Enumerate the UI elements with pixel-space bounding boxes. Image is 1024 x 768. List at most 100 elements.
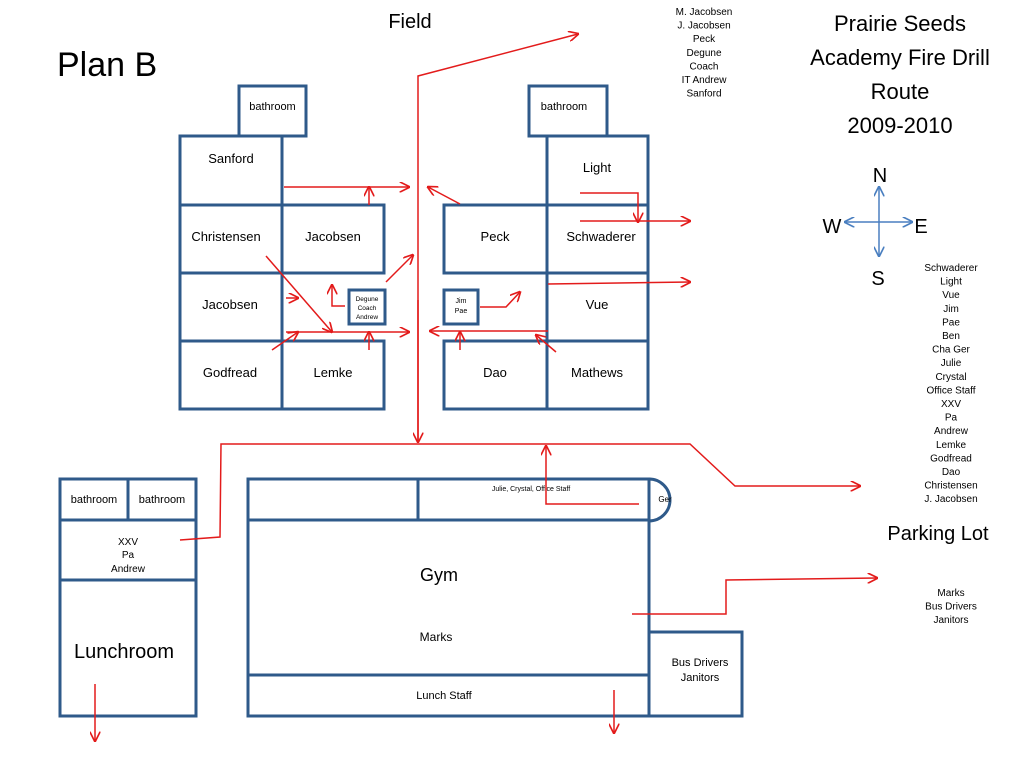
evacuee-name: J. Jacobsen — [677, 21, 730, 32]
room-label: Pae — [455, 308, 468, 315]
room-bathroom-west — [237, 84, 308, 138]
room-label: Andrew — [356, 314, 378, 321]
evacuee-name: Marks — [937, 588, 964, 599]
east-wing: bathroom Light Peck Schwaderer Vue Dao M… — [442, 84, 650, 411]
room-label: bathroom — [541, 101, 587, 113]
room-label: bathroom — [139, 494, 185, 506]
room-label: Schwaderer — [566, 229, 636, 244]
room-label: Peck — [481, 229, 510, 244]
room-label: Jacobsen — [202, 297, 258, 312]
room-label: Bus Drivers — [672, 657, 729, 669]
evacuee-name: IT Andrew — [682, 75, 728, 86]
room-lemke — [280, 339, 386, 411]
room-label: Jacobsen — [305, 229, 361, 244]
evacuee-name: XXV — [941, 399, 961, 410]
room-degune-office — [347, 288, 387, 326]
room-label: Christensen — [191, 229, 260, 244]
evacuee-name: Peck — [693, 34, 716, 45]
room-label: Vue — [586, 297, 609, 312]
room-gym — [246, 518, 651, 677]
title-line-1: Prairie Seeds — [834, 11, 966, 36]
room-label: Sanford — [208, 151, 254, 166]
room-label: XXV — [118, 537, 138, 548]
room-label: Pa — [122, 550, 135, 561]
parking-lot-label: Parking Lot — [887, 523, 989, 545]
gym-block: Ger Julie, Crystal, Office Staff Gym Mar… — [246, 477, 744, 718]
route-arrow — [547, 282, 690, 284]
evacuee-name: Cha Ger — [932, 345, 970, 356]
room-label: Marks — [420, 630, 453, 644]
route-arrow — [580, 192, 638, 222]
evacuee-name: Dao — [942, 467, 961, 478]
evacuee-name: Godfread — [930, 453, 972, 464]
room-label: Ger — [658, 495, 672, 504]
room-label: Andrew — [111, 564, 146, 575]
compass-west: W — [823, 216, 842, 238]
room-label: bathroom — [249, 101, 295, 113]
route-arrow — [480, 292, 520, 308]
route-arrow — [385, 255, 413, 283]
title-line-3: Route — [871, 79, 930, 104]
route-arrow — [271, 332, 298, 351]
route-arrow — [332, 285, 345, 307]
room-label: Dao — [483, 365, 507, 380]
route-arrow — [179, 443, 860, 541]
evacuee-name: Janitors — [933, 615, 968, 626]
evacuee-name: Andrew — [934, 426, 969, 437]
room-label: Mathews — [571, 365, 624, 380]
room-mathews — [545, 339, 650, 411]
evacuee-name: Ben — [942, 331, 960, 342]
evacuee-name: M. Jacobsen — [676, 7, 733, 18]
route-arrow — [546, 446, 639, 505]
room-lunch-staff — [246, 673, 651, 718]
room-label: Lunch Staff — [416, 690, 472, 702]
room-label: bathroom — [71, 494, 117, 506]
plan-label: Plan B — [57, 46, 157, 84]
room-peck — [442, 203, 549, 275]
room-bus-drivers — [647, 630, 744, 718]
room-bathroom-east — [527, 84, 609, 138]
room-sanford — [178, 134, 284, 207]
compass-icon: N S W E — [823, 165, 928, 290]
evacuee-name: Julie — [941, 358, 962, 369]
room-label: Gym — [420, 565, 458, 585]
evacuee-name: Crystal — [935, 372, 966, 383]
field-label: Field — [388, 11, 431, 33]
evacuee-name: Pa — [945, 413, 958, 424]
evacuee-name: Sanford — [686, 89, 721, 100]
evacuation-routes — [95, 34, 877, 741]
route-arrow — [428, 187, 461, 205]
room-label: Janitors — [681, 672, 720, 684]
room-schwaderer — [545, 203, 650, 275]
room-dao — [442, 339, 549, 411]
room-label: Julie, Crystal, Office Staff — [492, 486, 570, 493]
room-label: Godfread — [203, 365, 257, 380]
title-line-4: 2009-2010 — [847, 113, 952, 138]
room-ger — [648, 477, 672, 523]
route-arrow — [536, 335, 557, 353]
compass-east: E — [914, 216, 927, 238]
room-xxv — [58, 518, 198, 582]
drill-title: Prairie Seeds Academy Fire Drill Route 2… — [810, 11, 990, 138]
room-label: Lemke — [313, 365, 352, 380]
evacuee-name: Christensen — [924, 481, 977, 492]
room-jim-office — [442, 288, 480, 326]
room-jacobsen-east — [280, 203, 386, 275]
compass-south: S — [871, 268, 884, 290]
room-lunchroom — [58, 578, 198, 718]
evacuee-name: Lemke — [936, 440, 966, 451]
room-label: Coach — [358, 305, 377, 312]
evacuee-name: Schwaderer — [924, 263, 978, 274]
room-lunch-bathroom-b — [126, 477, 198, 522]
lunchroom-block: bathroom bathroom XXV Pa Andrew Lunchroo… — [58, 477, 198, 718]
evacuee-name: Degune — [686, 48, 721, 59]
evacuee-name: Pae — [942, 317, 960, 328]
evacuee-name: Coach — [690, 61, 719, 72]
title-line-2: Academy Fire Drill — [810, 45, 990, 70]
route-arrow — [632, 578, 877, 615]
evacuee-name: Light — [940, 277, 962, 288]
